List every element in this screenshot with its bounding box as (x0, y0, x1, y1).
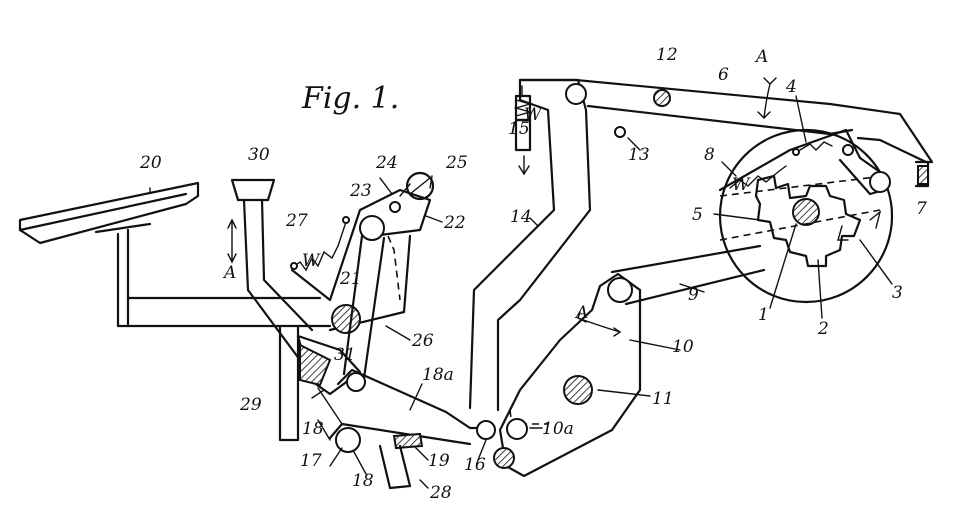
label-5: 5 (692, 205, 703, 225)
label-spring-w2: W (524, 105, 543, 125)
label-26: 26 (411, 331, 434, 351)
lever-6 (518, 78, 934, 188)
bracket-31 (296, 334, 362, 396)
label-7: 7 (916, 199, 927, 219)
label-18-lower: 18 (352, 471, 374, 491)
pedal-plate (18, 181, 200, 328)
label-25: 25 (445, 153, 468, 173)
label-10: 10 (672, 337, 694, 357)
label-23: 23 (349, 181, 372, 201)
label-28: 28 (429, 483, 452, 503)
label-15: 15 (508, 119, 530, 139)
lever-22 (290, 171, 435, 334)
label-12: 12 (656, 45, 678, 65)
label-20: 20 (139, 153, 162, 173)
label-27: 27 (285, 211, 308, 231)
pin-13 (614, 126, 626, 138)
label-21: 21 (339, 269, 362, 289)
label-9: 9 (688, 285, 699, 305)
pawl-4 (718, 128, 891, 196)
label-18-upper: 18 (302, 419, 324, 439)
link-9 (610, 244, 766, 306)
label-18a: 18a (422, 365, 454, 385)
label-22: 22 (443, 213, 466, 233)
label-arrow-a3: A (574, 303, 588, 323)
spring-15 (513, 85, 533, 176)
label-30: 30 (248, 145, 270, 165)
label-24: 24 (375, 153, 398, 173)
label-19: 19 (428, 451, 450, 471)
motion-arrows (577, 77, 777, 337)
label-10a: 10a (542, 419, 574, 439)
leader-lines (149, 95, 893, 489)
label-3: 3 (892, 283, 903, 303)
label-arrow-a1: A (222, 263, 236, 283)
spring-27 (290, 216, 350, 272)
label-11: 11 (652, 389, 674, 409)
label-1: 1 (758, 305, 769, 325)
link-26 (342, 234, 401, 380)
cam-wheel (718, 128, 894, 304)
label-31: 31 (334, 345, 356, 365)
pedal-bar (126, 296, 332, 442)
label-spring-w3: W (732, 175, 751, 195)
label-6: 6 (718, 65, 729, 85)
label-14: 14 (510, 207, 532, 227)
lever-10 (493, 272, 642, 478)
label-29: 29 (239, 395, 262, 415)
label-arrow-a2: A (754, 47, 768, 67)
label-4: 4 (785, 77, 797, 97)
label-spring-w1: W (302, 251, 321, 271)
label-16: 16 (464, 455, 486, 475)
label-8: 8 (704, 145, 715, 165)
label-13: 13 (628, 145, 650, 165)
figure-title: Fig. 1. (301, 81, 399, 116)
label-2: 2 (817, 319, 829, 339)
lever-18 (317, 368, 496, 490)
label-17: 17 (300, 451, 322, 471)
